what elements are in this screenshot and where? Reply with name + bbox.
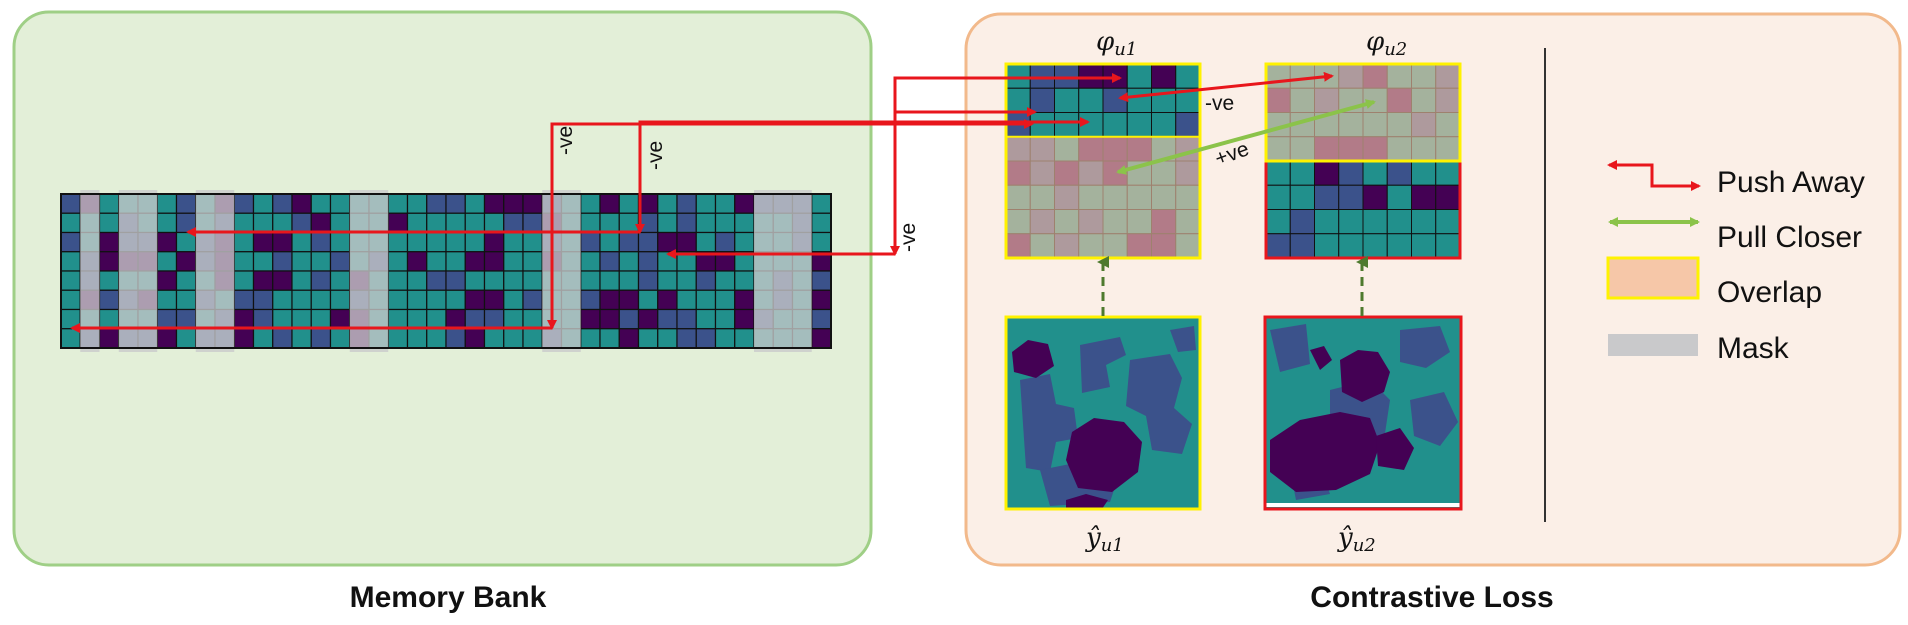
legend-push-away: Push Away: [1717, 166, 1865, 199]
neg-label-3: -ve: [897, 223, 920, 252]
negative-endpoints: [70, 107, 1037, 333]
legend-overlap: Overlap: [1717, 276, 1822, 309]
memory-bank-caption: Memory Bank: [350, 581, 547, 614]
legend: Push Away Pull Closer Overlap Mask: [1606, 160, 1865, 365]
legend-overlap-icon: [1606, 256, 1700, 300]
pull-arrow: [1116, 99, 1376, 175]
prediction-map-u2: [1263, 315, 1463, 511]
negative-connectors: [547, 71, 1334, 330]
phi-u1-label: φu1: [1096, 27, 1137, 60]
push-arrow-4: [1118, 71, 1334, 103]
neg-label-4: -ve: [1205, 92, 1234, 115]
yhat-u2-label: ŷu2: [1337, 523, 1376, 556]
legend-push-away-icon: [1607, 160, 1701, 191]
contrastive-loss-caption: Contrastive Loss: [1310, 581, 1553, 614]
neg-label-2: -ve: [644, 141, 667, 170]
push-arrow-3: [890, 73, 1122, 256]
legend-mask-icon: [1608, 334, 1698, 356]
feature-map-u2: [1264, 62, 1462, 260]
legend-pull-closer: Pull Closer: [1717, 221, 1862, 254]
yhat-u1-label: ŷu1: [1085, 523, 1124, 556]
legend-mask: Mask: [1717, 332, 1790, 365]
phi-u2-label: φu2: [1366, 27, 1407, 60]
prediction-map-u1: [1004, 315, 1202, 511]
neg-label-1: -ve: [554, 126, 577, 155]
